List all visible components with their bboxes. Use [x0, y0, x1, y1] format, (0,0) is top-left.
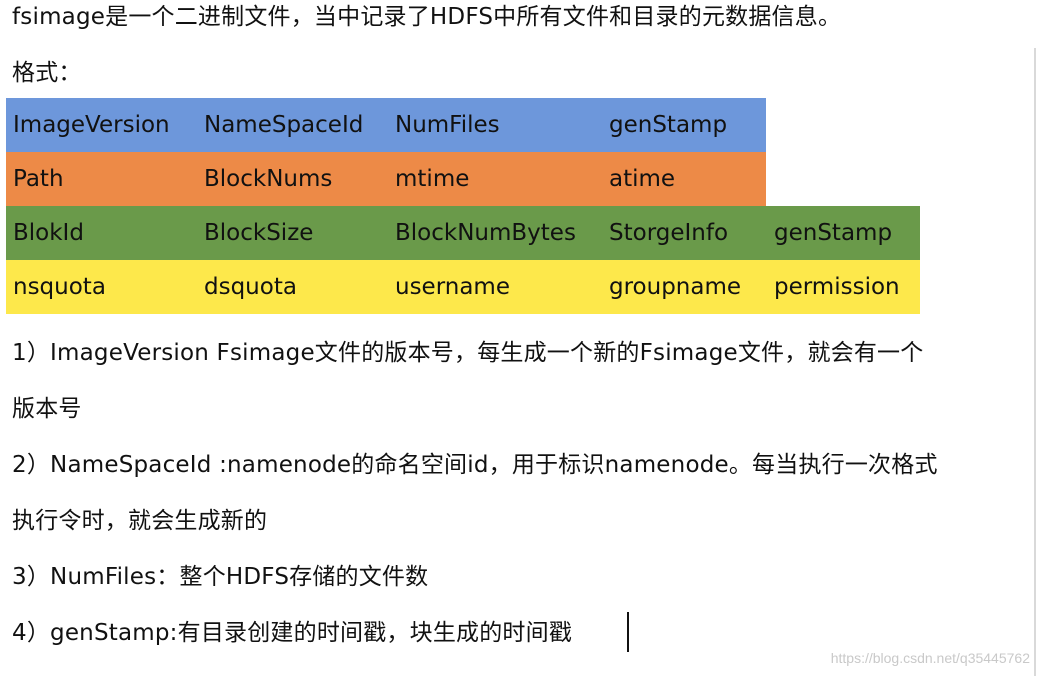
intro-text: fsimage是一个二进制文件，当中记录了HDFS中所有文件和目录的元数据信息。: [12, 4, 842, 30]
text-cursor: [627, 612, 629, 652]
table-cell: Path: [13, 166, 64, 192]
table-row: ImageVersion NameSpaceId NumFiles genSta…: [6, 98, 766, 152]
fsimage-format-table: ImageVersion NameSpaceId NumFiles genSta…: [6, 98, 920, 314]
table-cell: ImageVersion: [13, 112, 170, 138]
table-cell: mtime: [395, 166, 470, 192]
table-cell: username: [395, 274, 510, 300]
table-cell: dsquota: [204, 274, 297, 300]
table-row: Path BlockNums mtime atime: [6, 152, 766, 206]
table-row: BlokId BlockSize BlockNumBytes StorgeInf…: [6, 206, 920, 260]
note-4[interactable]: 4）genStamp:有目录创建的时间戳，块生成的时间戳: [12, 620, 573, 646]
table-cell: BlockNumBytes: [395, 220, 576, 246]
table-cell: nsquota: [13, 274, 106, 300]
table-cell: groupname: [609, 274, 742, 300]
table-cell: NameSpaceId: [204, 112, 364, 138]
table-cell: permission: [774, 274, 900, 300]
table-cell: genStamp: [609, 112, 728, 138]
page-edge-border: [1034, 48, 1036, 676]
table-cell: NumFiles: [395, 112, 500, 138]
note-2: 2）NameSpaceId :namenode的命名空间id，用于标识namen…: [12, 452, 938, 478]
note-2-cont: 执行令时，就会生成新的: [12, 508, 268, 534]
note-1: 1）ImageVersion Fsimage文件的版本号，每生成一个新的Fsim…: [12, 340, 924, 366]
note-3: 3）NumFiles：整个HDFS存储的文件数: [12, 564, 429, 590]
table-cell: BlokId: [13, 220, 84, 246]
format-label: 格式：: [12, 60, 82, 86]
note-1-cont: 版本号: [12, 396, 82, 422]
table-cell: BlockSize: [204, 220, 314, 246]
table-row: nsquota dsquota username groupname permi…: [6, 260, 920, 314]
table-cell: genStamp: [774, 220, 893, 246]
table-cell: StorgeInfo: [609, 220, 729, 246]
watermark-text: https://blog.csdn.net/q35445762: [830, 650, 1030, 666]
table-cell: atime: [609, 166, 676, 192]
table-cell: BlockNums: [204, 166, 333, 192]
